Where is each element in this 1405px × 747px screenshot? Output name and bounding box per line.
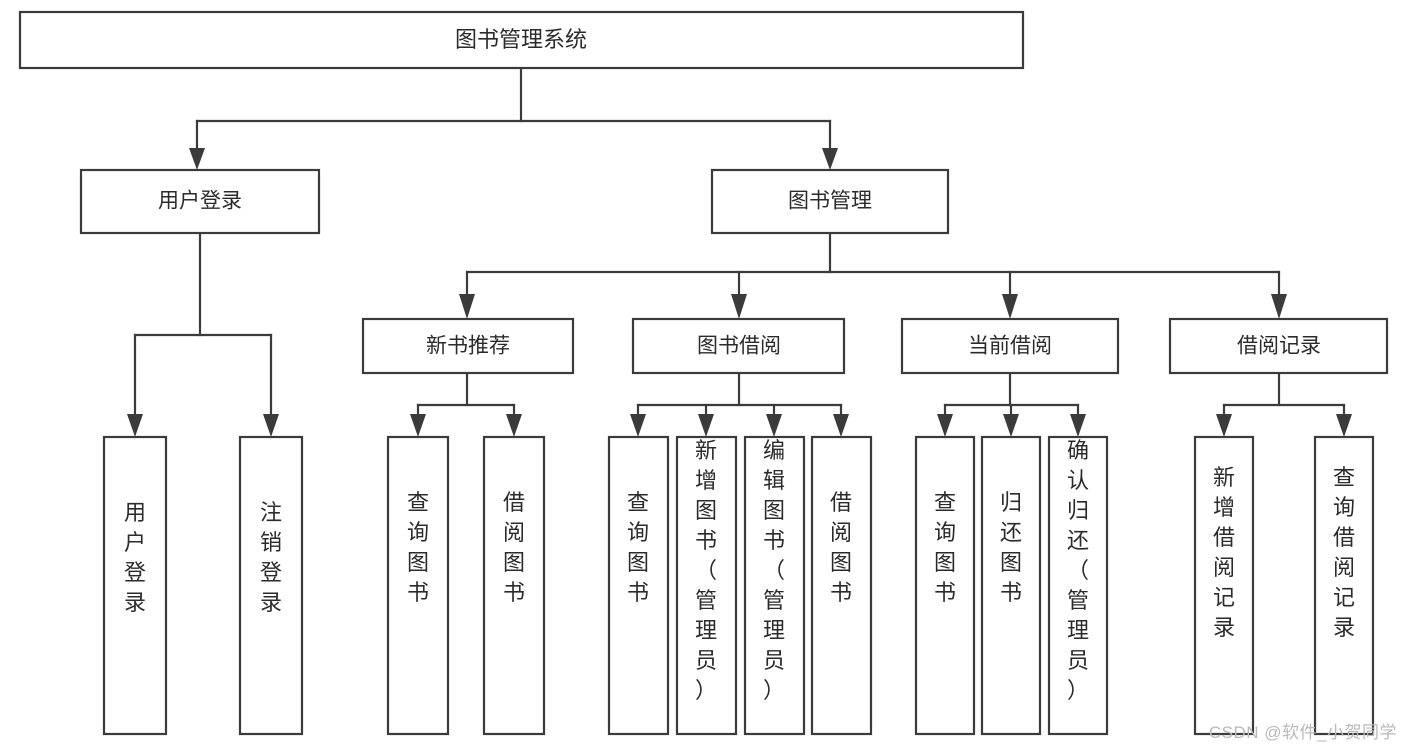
leaf-user-login-box[interactable] [102,435,168,736]
node-new-book-recommend-label: 新书推荐 [426,335,510,358]
node-user-login[interactable]: 用户登录 [79,168,321,235]
arrowhead-book-manage [822,148,838,170]
leaf-borrow-book-recommend-box[interactable] [482,435,546,736]
arrowhead-leaf-confirm-return [1070,414,1086,437]
leaf-return-book-box[interactable] [980,435,1042,736]
leaf-add-book-label: 新增图书（管理员） [695,438,717,703]
leaf-add-book-box[interactable] [675,435,738,736]
leaf-query-book-recommend[interactable]: 查询图书 [386,435,450,736]
connector-layer [127,66,1352,437]
node-book-borrow-box[interactable] [631,317,846,375]
node-borrow-records-box[interactable] [1168,317,1389,375]
leaf-edit-book[interactable]: 编辑图书（管理员） [743,435,806,736]
arrowhead-leaf-query-book-2 [630,414,646,437]
arrowhead-leaf-borrow-book-2 [833,414,849,437]
node-root[interactable]: 图书管理系统 [18,10,1025,70]
leaf-query-book-borrow-box[interactable] [607,435,670,736]
node-user-login-box[interactable] [79,168,321,235]
leaf-query-book-current-box[interactable] [914,435,976,736]
node-book-manage-label: 图书管理 [788,190,872,213]
node-new-book-recommend[interactable]: 新书推荐 [361,317,575,375]
node-book-manage-box[interactable] [710,168,950,235]
leaf-query-book-current[interactable]: 查询图书 [914,435,976,736]
node-book-borrow-label: 图书借阅 [697,335,781,358]
node-root-label: 图书管理系统 [455,27,587,52]
arrowhead-leaf-user-login [127,414,143,437]
arrowhead-new-book-recommend [459,294,475,319]
leaf-add-borrow-record-label: 新增借阅记录 [1213,465,1235,640]
leaf-confirm-return-label: 确认归还（管理员） [1067,438,1089,703]
arrowhead-borrow-records [1271,294,1287,319]
node-root-box[interactable] [18,10,1025,70]
node-current-borrow-box[interactable] [900,317,1120,375]
arrowhead-leaf-borrow-book-1 [506,414,522,437]
arrowhead-current-borrow [1002,294,1018,319]
leaf-borrow-book-recommend[interactable]: 借阅图书 [482,435,546,736]
node-user-login-label: 用户登录 [158,190,242,213]
arrowhead-leaf-return-book [1003,414,1019,437]
leaf-borrow-book-box[interactable] [810,435,873,736]
leaf-add-borrow-record[interactable]: 新增借阅记录 [1193,435,1255,736]
leaf-query-book-recommend-label: 查询图书 [407,490,429,605]
arrowhead-leaf-add-record [1216,414,1232,437]
node-current-borrow[interactable]: 当前借阅 [900,317,1120,375]
leaf-edit-book-box[interactable] [743,435,806,736]
leaf-user-login[interactable]: 用户登录 [102,435,168,736]
leaf-edit-book-label: 编辑图书（管理员） [763,438,785,703]
leaf-user-login-label: 用户登录 [124,500,146,615]
node-borrow-records[interactable]: 借阅记录 [1168,317,1389,375]
arrowhead-leaf-logout-login [263,414,279,437]
leaf-borrow-book[interactable]: 借阅图书 [810,435,873,736]
node-book-manage[interactable]: 图书管理 [710,168,950,235]
arrowhead-book-borrow [731,294,747,319]
leaf-query-borrow-record-box[interactable] [1313,435,1375,736]
leaf-query-book-recommend-box[interactable] [386,435,450,736]
node-borrow-records-label: 借阅记录 [1237,335,1321,358]
leaf-query-book-borrow-label: 查询图书 [627,490,649,605]
node-book-borrow[interactable]: 图书借阅 [631,317,846,375]
leaf-logout-login-box[interactable] [238,435,304,736]
arrowhead-leaf-query-book-1 [410,414,426,437]
leaf-add-book[interactable]: 新增图书（管理员） [675,435,738,736]
leaf-borrow-book-label: 借阅图书 [830,490,852,605]
arrowhead-user-login [189,148,205,170]
leaf-query-book-borrow[interactable]: 查询图书 [607,435,670,736]
leaf-borrow-book-recommend-label: 借阅图书 [503,490,525,605]
leaf-add-borrow-record-box[interactable] [1193,435,1255,736]
leaf-confirm-return[interactable]: 确认归还（管理员） [1047,435,1109,736]
arrowhead-leaf-query-record [1336,414,1352,437]
leaf-query-book-current-label: 查询图书 [934,490,956,605]
leaf-logout-login-label: 注销登录 [260,500,282,615]
leaf-confirm-return-box[interactable] [1047,435,1109,736]
leaf-query-borrow-record[interactable]: 查询借阅记录 [1313,435,1375,736]
leaf-query-borrow-record-label: 查询借阅记录 [1333,465,1355,640]
arrowhead-leaf-add-book [698,414,714,437]
leaf-return-book[interactable]: 归还图书 [980,435,1042,736]
node-new-book-recommend-box[interactable] [361,317,575,375]
arrowhead-leaf-query-book-3 [937,414,953,437]
leaf-return-book-label: 归还图书 [1000,490,1022,605]
leaf-logout-login[interactable]: 注销登录 [238,435,304,736]
node-current-borrow-label: 当前借阅 [968,335,1052,358]
arrowhead-leaf-edit-book [766,414,782,437]
